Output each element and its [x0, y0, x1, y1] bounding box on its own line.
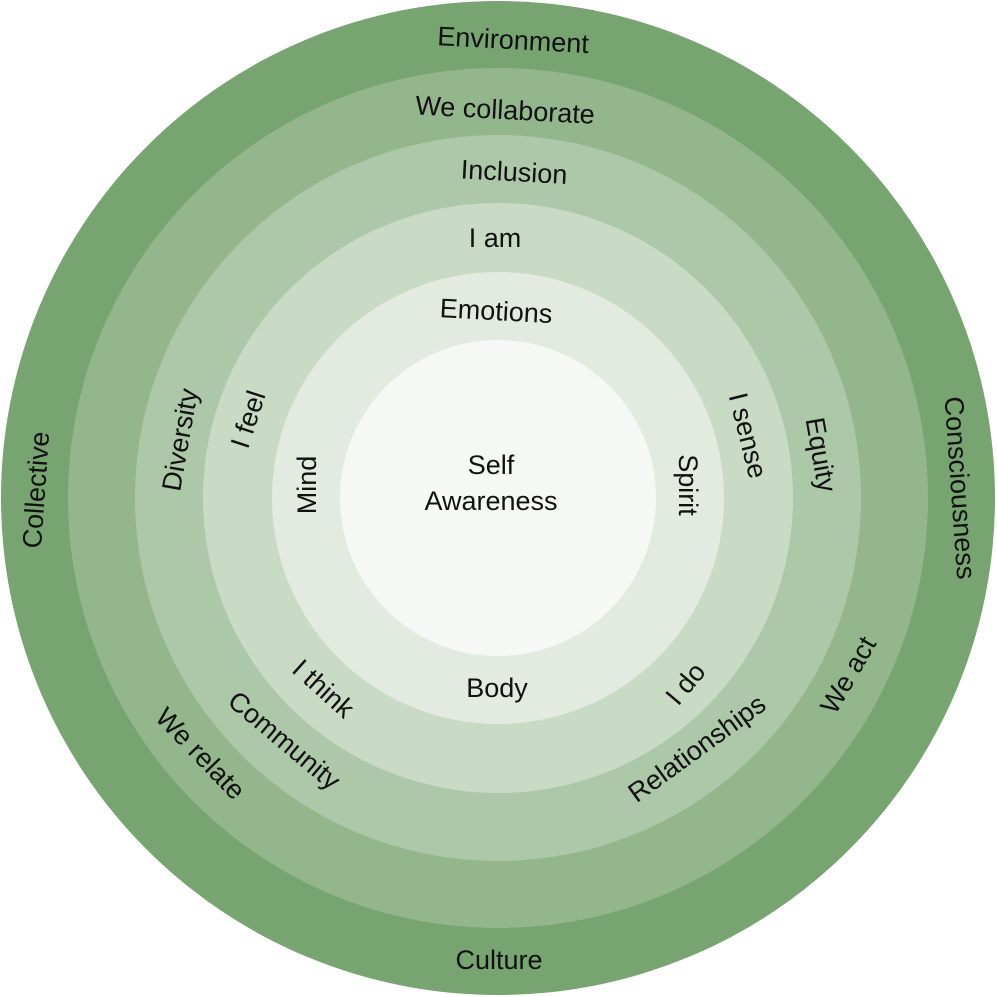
label-emotions: Emotions [439, 293, 553, 329]
label-culture: Culture [455, 945, 542, 975]
label-mind: Mind [292, 456, 322, 515]
center-label-1: Self [468, 450, 515, 480]
center-circle [340, 340, 656, 656]
label-body: Body [466, 673, 528, 703]
label-spirit: Spirit [673, 454, 703, 516]
label-inclusion: Inclusion [460, 154, 568, 190]
label-i-am: I am [469, 223, 522, 253]
center-label-2: Awareness [424, 486, 557, 516]
